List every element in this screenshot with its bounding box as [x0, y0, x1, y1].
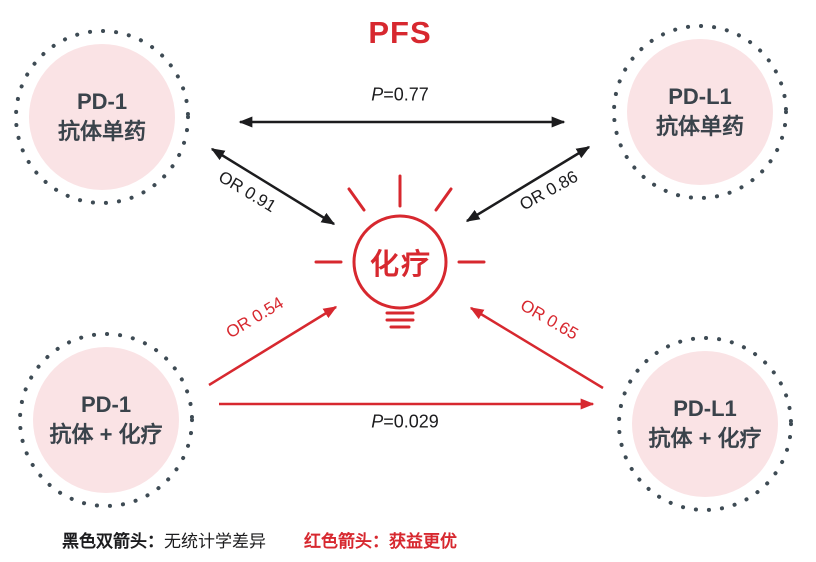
node-pd1-mono-line1: PD-1	[76, 89, 128, 115]
dotted-ring-pdl1-chemo	[617, 336, 793, 512]
node-pd1-mono-line2: 抗体单药	[57, 119, 146, 144]
dotted-ring-pdl1-mono	[612, 24, 788, 200]
arrow-lower-right-red	[469, 306, 604, 390]
node-pd1-mono: PD-1 抗体单药	[29, 44, 175, 190]
dotted-ring-pd1-chemo	[18, 332, 194, 508]
legend-black-label: 黑色双箭头：	[62, 532, 164, 551]
node-pdl1-chemo-line1: PD-L1	[673, 396, 737, 422]
edge-label-top-p: P=0.77	[371, 84, 429, 105]
lightbulb-globe	[352, 214, 448, 310]
legend-red-label: 红色箭头：	[304, 532, 389, 551]
diagram-title: PFS	[368, 15, 432, 50]
legend: 黑色双箭头：无统计学差异 红色箭头：获益更优	[62, 527, 457, 552]
node-pd1-chemo-line1: PD-1	[80, 392, 132, 418]
node-pdl1-mono: PD-L1 抗体单药	[627, 39, 773, 185]
node-pdl1-mono-line1: PD-L1	[668, 84, 732, 110]
arrow-lower-left-red	[208, 305, 338, 387]
legend-black-arrow: 黑色双箭头：无统计学差异	[62, 527, 266, 552]
edge-label-bottom-p: P=0.029	[371, 411, 439, 432]
node-pd1-chemo-line2: 抗体 + 化疗	[49, 422, 163, 447]
legend-red-arrow: 红色箭头：获益更优	[304, 527, 457, 552]
lightbulb-icon	[314, 174, 486, 329]
dotted-ring-pd1-mono	[14, 29, 190, 205]
legend-black-text: 无统计学差异	[164, 532, 266, 551]
node-pdl1-chemo-line2: 抗体 + 化疗	[648, 426, 762, 451]
chemo-bulb-label: 化疗	[369, 249, 433, 281]
node-pd1-chemo: PD-1 抗体 + 化疗	[33, 347, 179, 493]
arrow-upper-right-double	[465, 145, 591, 223]
arrow-upper-left-double	[210, 147, 336, 226]
node-pdl1-chemo: PD-L1 抗体 + 化疗	[632, 351, 778, 497]
legend-red-text: 获益更优	[389, 532, 457, 551]
node-pdl1-mono-line2: 抗体单药	[655, 114, 744, 139]
